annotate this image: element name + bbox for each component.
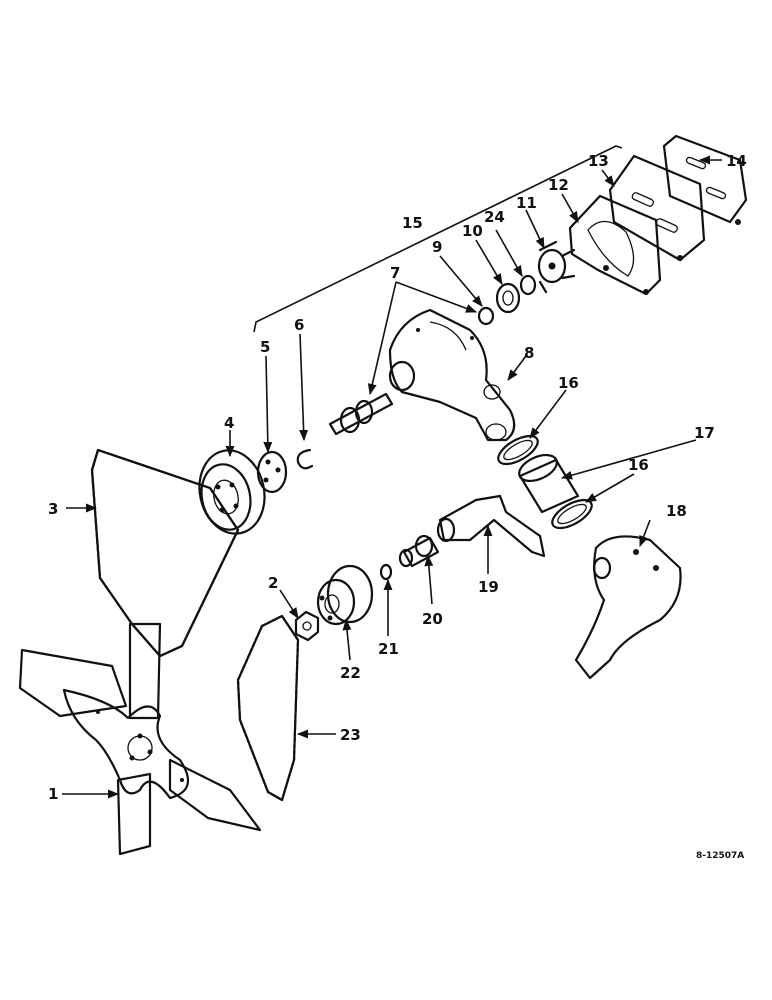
hose-clamp-upper	[497, 434, 539, 466]
seal-assembly-10	[495, 282, 521, 314]
seal-9	[477, 306, 495, 326]
callout-13: 13	[588, 152, 609, 170]
pulley-hub	[256, 450, 288, 494]
callout-4: 4	[224, 414, 234, 432]
callout-16-lower: 16	[628, 456, 649, 474]
callout-2: 2	[268, 574, 278, 592]
callout-5: 5	[260, 338, 270, 356]
callout-10: 10	[462, 222, 483, 240]
callout-15: 15	[402, 214, 423, 232]
callout-7: 7	[390, 264, 400, 282]
leader-lines	[62, 155, 722, 799]
fan-belt	[90, 448, 240, 658]
shaft-bearing	[328, 392, 394, 436]
callout-12: 12	[548, 176, 569, 194]
callout-16-upper: 16	[558, 374, 579, 392]
callout-3: 3	[48, 500, 58, 518]
callout-17: 17	[694, 424, 715, 442]
reference-code: 8-12507A	[696, 851, 744, 861]
callout-14: 14	[726, 152, 747, 170]
inlet-elbow	[574, 535, 682, 680]
hose-clamp-lower	[551, 498, 593, 530]
pump-belt	[236, 614, 300, 802]
callout-23: 23	[340, 726, 361, 744]
callout-20: 20	[422, 610, 443, 628]
snap-ring	[296, 448, 314, 470]
kit-bracket	[253, 145, 623, 333]
callout-1: 1	[48, 785, 58, 803]
cover-plate	[608, 154, 706, 262]
hose	[518, 453, 580, 514]
water-pump-body	[388, 308, 516, 442]
callout-22: 22	[340, 664, 361, 682]
callout-18: 18	[666, 502, 687, 520]
fan	[18, 622, 262, 856]
callout-8: 8	[524, 344, 534, 362]
callout-19: 19	[478, 578, 499, 596]
gasket	[568, 194, 662, 296]
callout-9: 9	[432, 238, 442, 256]
washer-24	[519, 274, 537, 296]
callout-11: 11	[516, 194, 537, 212]
nut	[294, 610, 320, 642]
washer-21	[379, 563, 393, 581]
callout-labels: 1 2 3 4 5 6 7 8 9 10 24 11 12 13 14 15 1…	[48, 152, 747, 803]
callout-24: 24	[484, 208, 505, 226]
pump-bracket	[436, 494, 546, 558]
back-plate	[662, 134, 748, 225]
fan-pulley	[198, 449, 266, 535]
idler-spindle	[398, 534, 440, 568]
callout-6: 6	[294, 316, 304, 334]
impeller	[537, 240, 576, 294]
idler-pulley	[316, 564, 374, 626]
callout-21: 21	[378, 640, 399, 658]
